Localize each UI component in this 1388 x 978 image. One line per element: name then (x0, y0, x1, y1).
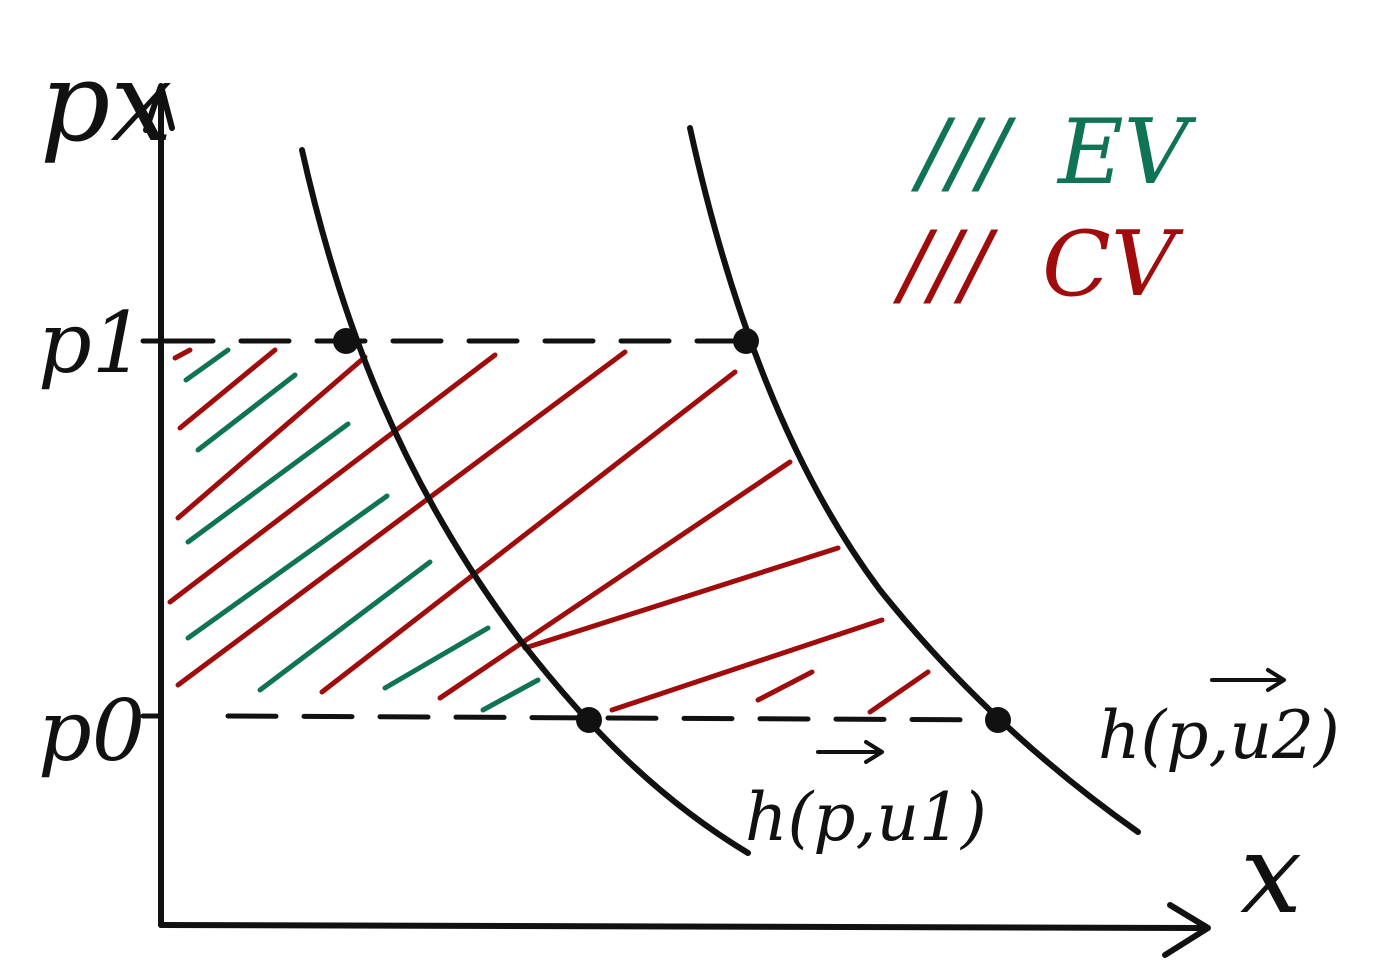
p0-label: p0 (38, 682, 145, 780)
cv-hatch-line (175, 354, 368, 521)
p1-label: p1 (38, 294, 145, 392)
cv-hatch-line (175, 349, 628, 688)
p0-dashed-line (225, 713, 1001, 723)
ev-hatching (183, 347, 541, 713)
curve-u1-vector-arrow (816, 740, 884, 764)
ev-hatch-line (185, 493, 390, 641)
ev-hatch-line (257, 559, 433, 693)
cv-hatch-line (867, 669, 931, 715)
cv-hatch-line (177, 347, 278, 431)
cv-hatch-line (319, 369, 738, 695)
point-p1-u2 (733, 328, 759, 354)
cv-hatch-line (167, 352, 498, 605)
curve-u2 (687, 125, 1141, 835)
y-axis-label: px (40, 38, 172, 166)
legend: /// EV /// CV (892, 100, 1197, 317)
legend-cv-marks: /// (892, 212, 999, 317)
cv-hatch-line (609, 617, 885, 713)
ev-hatch-line (480, 677, 541, 713)
y-axis-arrow (143, 83, 175, 133)
intersection-points (333, 328, 1011, 733)
x-axis-arrow (1162, 902, 1211, 958)
ev-hatch-line (185, 421, 351, 545)
legend-ev-label: EV (1056, 100, 1197, 205)
cv-hatch-line (437, 459, 793, 701)
point-p1-u1 (333, 328, 359, 354)
ev-hatch-line (382, 625, 491, 691)
cv-hatch-line (522, 545, 841, 651)
curve-u1 (299, 147, 751, 856)
curve-u2-label: h(p,u2) (1098, 697, 1340, 774)
point-p0-u1 (576, 707, 602, 733)
x-axis-label: x (1240, 810, 1302, 938)
curve-u2-vector-arrow (1210, 668, 1286, 692)
x-axis (158, 922, 1208, 931)
curve-u1-label: h(p,u1) (745, 779, 987, 856)
axes (143, 83, 1211, 958)
cv-hatch-line (755, 669, 815, 703)
point-p0-u2 (985, 707, 1011, 733)
cv-hatching (167, 347, 931, 715)
ev-hatch-line (195, 372, 298, 453)
legend-cv-label: CV (1042, 212, 1184, 317)
ev-hatch-line (183, 347, 231, 383)
cv-hatch-line (172, 347, 193, 361)
legend-ev-marks: /// (910, 100, 1017, 205)
